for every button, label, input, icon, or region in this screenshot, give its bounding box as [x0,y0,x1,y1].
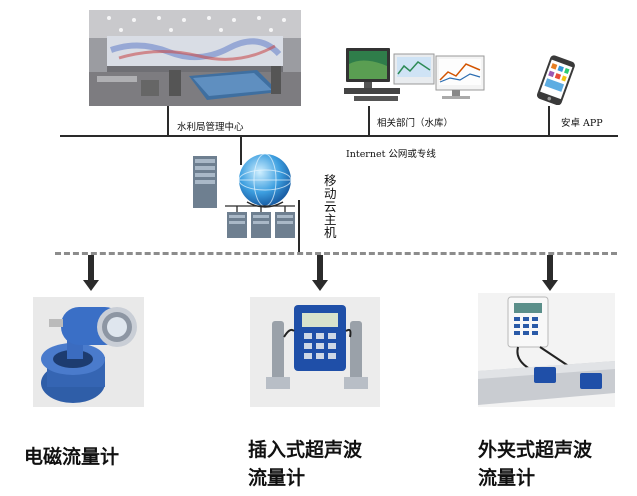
meter-title-line: 流量计 [478,467,536,489]
meter-title-clamp-on: 外夹式超声波 流量计 [478,436,592,492]
electromagnetic-flowmeter-photo [33,297,144,407]
meter-title-line: 电磁流量计 [24,446,120,468]
departments-label: 相关部门（水库） [377,118,454,129]
clamp-on-ultrasonic-flowmeter-photo [478,293,615,407]
divider-line [55,252,617,255]
app-label: 安卓 APP [561,118,603,129]
network-label: Internet 公网或专线 [346,149,436,160]
meter-title-line: 外夹式超声波 [478,439,593,461]
cloud-connector [240,135,242,165]
meter-title-line: 插入式超声波 [248,439,363,461]
cloud-down-connector [298,200,300,252]
down-arrow-icon [312,255,328,291]
app-connector [548,106,550,136]
network-bus-line [60,135,618,137]
cloud-host-label: 移动云主机 [324,173,337,240]
departments-connector [368,106,370,136]
down-arrow-icon [83,255,99,291]
control-center-photo [89,10,301,106]
meter-title-insertion: 插入式超声波 流量计 [248,436,362,492]
control-center-connector [167,106,169,136]
down-arrow-icon [542,255,558,291]
meter-title-line: 流量计 [248,467,306,489]
insertion-ultrasonic-flowmeter-photo [250,297,380,407]
cloud-server-icon [185,150,305,242]
meter-title-electromagnetic: 电磁流量计 [24,443,119,471]
smartphone-icon [530,55,580,105]
department-computers-image [334,44,490,106]
control-center-label: 水利局管理中心 [177,122,244,133]
